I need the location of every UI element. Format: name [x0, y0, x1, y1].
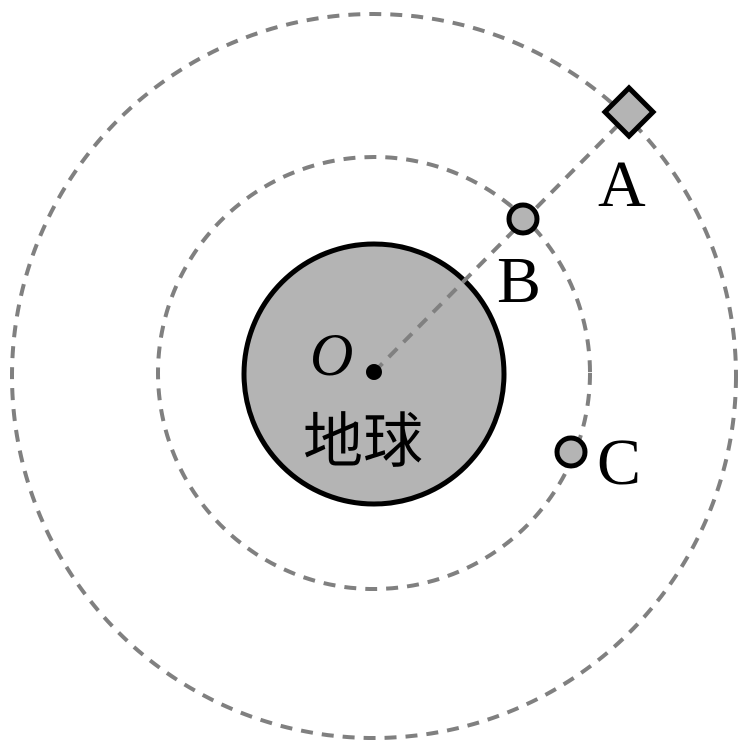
inner-orbit [156, 155, 592, 591]
radius-line [372, 111, 632, 374]
center-point [366, 364, 382, 380]
satellite-b [506, 202, 540, 236]
satellite-c [554, 435, 588, 469]
label-a: A [598, 148, 646, 221]
satellite-a [601, 84, 657, 140]
label-b: B [497, 244, 541, 317]
label-o: O [310, 322, 353, 388]
label-c: C [597, 426, 641, 499]
label-earth: 地球 [303, 409, 423, 475]
outer-orbit [10, 12, 738, 740]
